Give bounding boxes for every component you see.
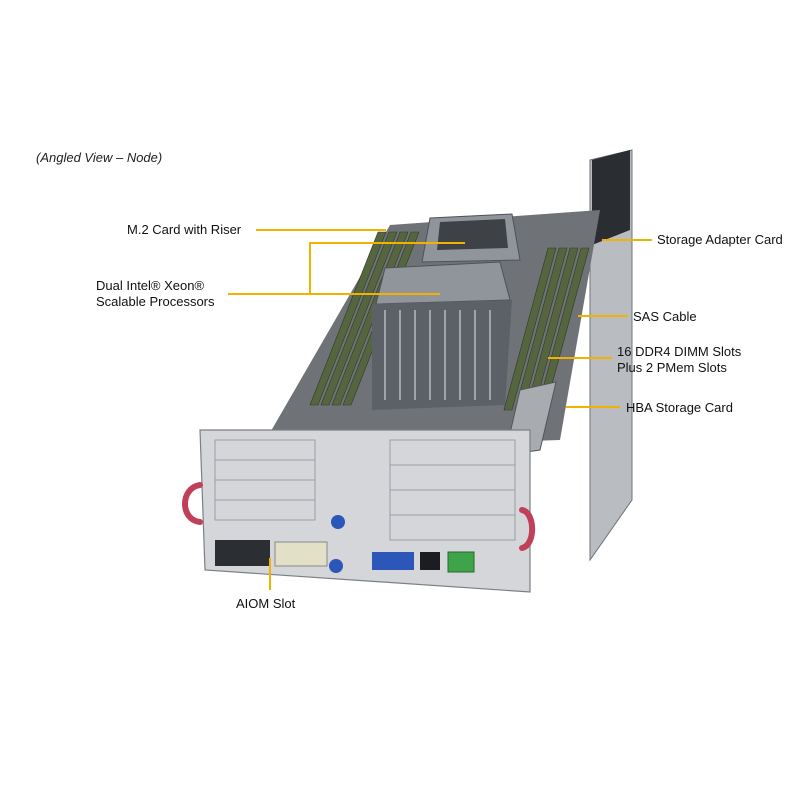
figure-caption: (Angled View – Node) [36, 150, 163, 165]
callout-storage-adapter: Storage Adapter Card [657, 232, 783, 247]
callout-dimm-line1: 16 DDR4 DIMM Slots [617, 344, 742, 359]
thumbscrew-blue-bottom [329, 559, 343, 573]
callout-leaders [228, 229, 652, 590]
leader-processors [228, 242, 465, 295]
vga-port [372, 552, 414, 570]
cpu-heatsink-rear [421, 213, 521, 263]
callout-aiom-slot: AIOM Slot [236, 596, 296, 611]
front-panel-vents [214, 439, 516, 541]
callout-processors-line2: Scalable Processors [96, 294, 215, 309]
callout-dimm-slots: 16 DDR4 DIMM Slots Plus 2 PMem Slots [617, 344, 741, 376]
lan-port [447, 551, 475, 573]
thumbscrew-blue-top [331, 515, 345, 529]
front-panel [199, 429, 531, 593]
callout-sas-cable: SAS Cable [633, 309, 697, 324]
callout-processors: Dual Intel® Xeon® Scalable Processors [96, 278, 215, 310]
aiom-slot-port [215, 540, 270, 566]
storage-adapter-bracket [592, 150, 630, 245]
cpu-heatsink-front [372, 261, 512, 410]
callout-processors-line1: Dual Intel® Xeon® [96, 278, 205, 293]
callout-m2-card: M.2 Card with Riser [127, 222, 242, 237]
callout-hba-card: HBA Storage Card [626, 400, 733, 415]
callout-dimm-line2: Plus 2 PMem Slots [617, 360, 727, 375]
aiom-slot-vent [274, 541, 328, 567]
right-handle [519, 507, 536, 551]
usb-port [420, 552, 440, 570]
left-handle [182, 482, 203, 525]
